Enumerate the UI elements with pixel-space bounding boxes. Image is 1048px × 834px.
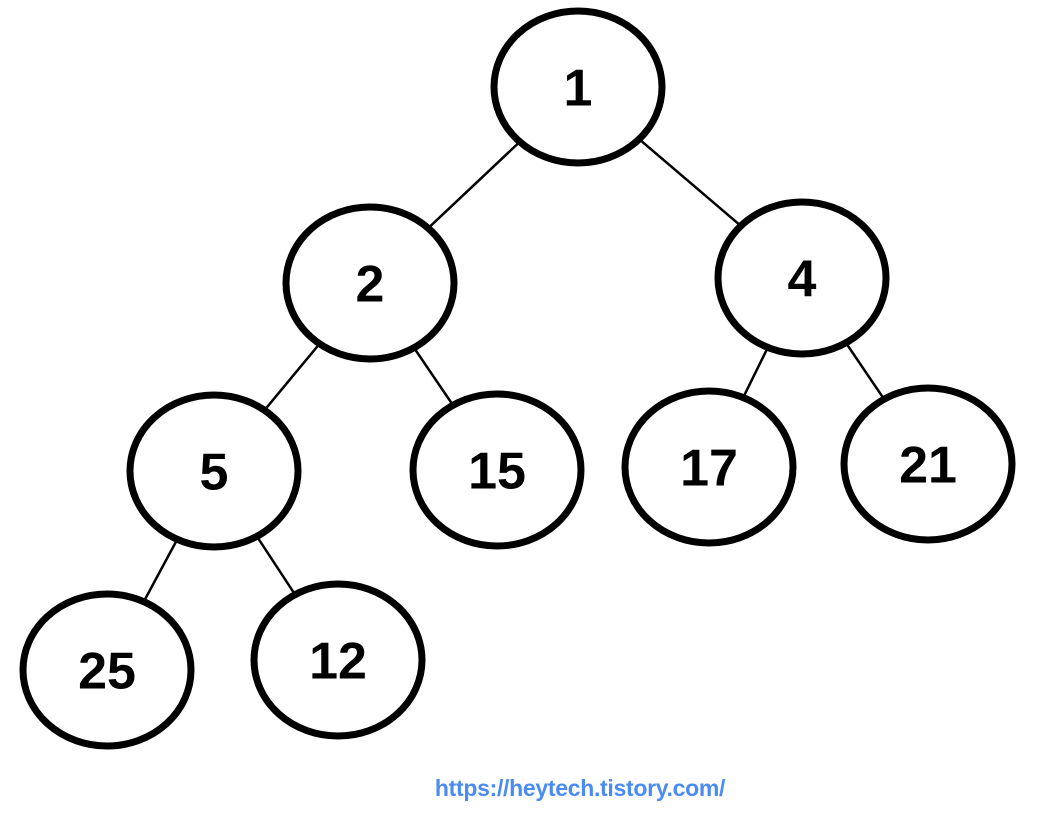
tree-node-circle-4 [714,198,890,358]
tree-node-12: 12 [250,580,426,740]
tree-node-label-21: 21 [899,437,957,495]
tree-node-circle-2 [282,203,458,363]
tree-node-label-2: 2 [356,256,385,314]
tree-node-25: 25 [19,590,195,750]
tree-node-17: 17 [621,387,797,547]
tree-node-label-12: 12 [309,633,367,691]
tree-node-circle-21 [840,384,1016,544]
tree-node-circle-15 [409,390,585,550]
tree-node-circle-25 [19,590,195,750]
tree-node-circle-17 [621,387,797,547]
tree-node-4: 4 [714,198,890,358]
tree-node-circle-5 [126,391,302,551]
tree-node-label-25: 25 [78,643,136,701]
tree-node-label-1: 1 [564,60,593,118]
tree-node-2: 2 [282,203,458,363]
source-url-link[interactable]: https://heytech.tistory.com/ [434,775,726,801]
tree-node-label-17: 17 [680,440,738,498]
tree-node-label-5: 5 [200,444,229,502]
tree-node-15: 15 [409,390,585,550]
tree-node-5: 5 [126,391,302,551]
tree-node-circle-12 [250,580,426,740]
tree-node-circle-1 [490,7,666,167]
tree-node-label-4: 4 [788,251,817,309]
tree-node-1: 1 [490,7,666,167]
tree-node-21: 21 [840,384,1016,544]
tree-node-label-15: 15 [468,443,526,501]
